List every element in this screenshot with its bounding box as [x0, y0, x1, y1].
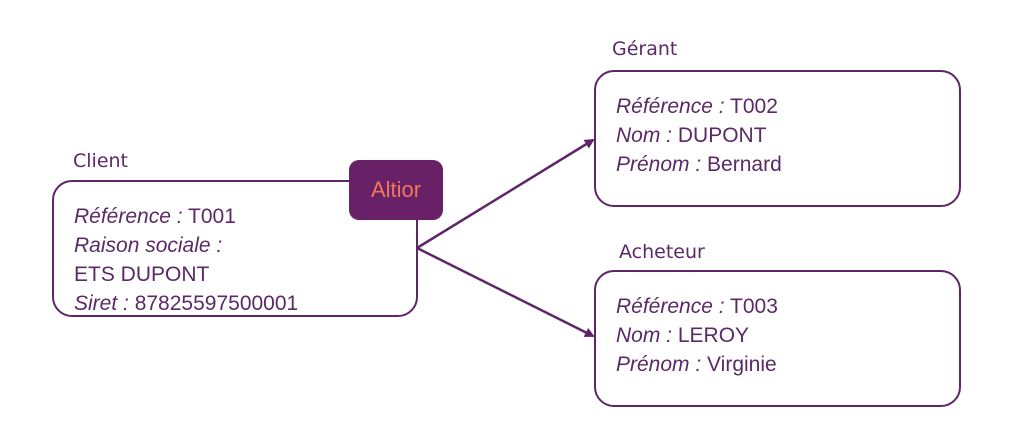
client-reference-label: Référence : [74, 205, 183, 228]
gerant-title: Gérant [612, 38, 678, 60]
gerant-nom-label: Nom : [616, 124, 673, 147]
client-title: Client [73, 150, 129, 172]
acheteur-prenom-label: Prénom : [616, 353, 702, 376]
arrow-to-gerant [416, 138, 595, 250]
acheteur-reference-value: T003 [730, 295, 778, 318]
acheteur-nom-value: LEROY [677, 324, 750, 347]
acheteur-title: Acheteur [619, 241, 705, 263]
acheteur-reference: Référence : T003 [616, 292, 959, 321]
gerant-prenom: Prénom : Bernard [616, 150, 959, 179]
gerant-card: Référence : T002 Nom : DUPONT Prénom : B… [594, 70, 961, 207]
acheteur-nom-label: Nom : [616, 324, 673, 347]
client-raison-value: ETS DUPONT [74, 263, 210, 286]
gerant-prenom-value: Bernard [707, 153, 782, 176]
acheteur-prenom: Prénom : Virginie [616, 350, 959, 379]
gerant-reference-value: T002 [730, 95, 778, 118]
arrow-to-acheteur [416, 246, 595, 338]
client-siret: Siret : 87825597500001 [74, 289, 416, 318]
gerant-nom: Nom : DUPONT [616, 121, 959, 150]
client-siret-value: 87825597500001 [134, 292, 299, 315]
client-siret-label: Siret : [74, 292, 129, 315]
gerant-reference-label: Référence : [616, 95, 725, 118]
client-raison: Raison sociale : [74, 231, 416, 260]
acheteur-reference-label: Référence : [616, 295, 725, 318]
gerant-nom-value: DUPONT [677, 124, 767, 147]
gerant-reference: Référence : T002 [616, 92, 959, 121]
gerant-prenom-label: Prénom : [616, 153, 702, 176]
acheteur-card: Référence : T003 Nom : LEROY Prénom : Vi… [594, 270, 961, 407]
altior-badge: Altior [349, 160, 443, 220]
client-raison-label: Raison sociale : [74, 234, 223, 257]
client-reference: Référence : T001 [74, 202, 416, 231]
acheteur-prenom-value: Virginie [707, 353, 777, 376]
acheteur-nom: Nom : LEROY [616, 321, 959, 350]
client-reference-value: T001 [188, 205, 236, 228]
